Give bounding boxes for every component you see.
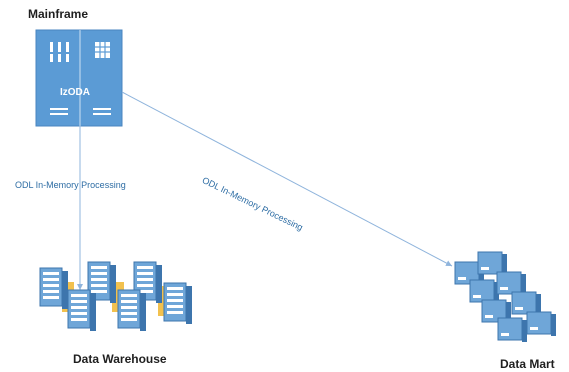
edge-label-warehouse: ODL In-Memory Processing xyxy=(15,180,126,190)
data-warehouse-title: Data Warehouse xyxy=(73,352,167,366)
mainframe-inner-label: IzODA xyxy=(60,87,90,98)
edge-mainframe-datamart xyxy=(121,91,453,267)
mainframe-node xyxy=(35,29,123,127)
data-mart-title: Data Mart xyxy=(500,357,555,371)
data-mart-servers xyxy=(454,251,557,343)
mainframe-title: Mainframe xyxy=(28,7,89,21)
data-warehouse-servers xyxy=(39,261,193,332)
